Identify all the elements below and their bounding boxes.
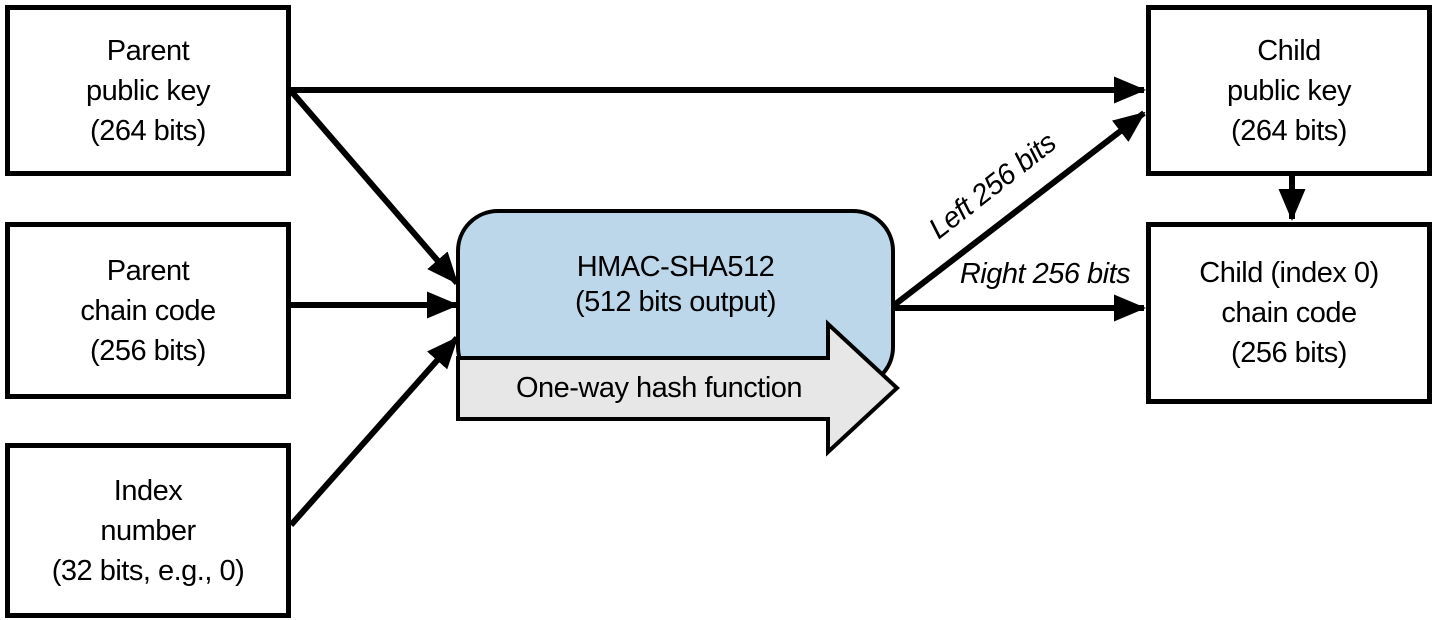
one-way-banner-label: One-way hash function (515, 371, 803, 404)
edge-label-right-256-bits: Right 256 bits (959, 258, 1131, 290)
hmac-label: HMAC-SHA512 (512 bits output) (456, 209, 895, 361)
box-line: Child (1257, 34, 1321, 67)
box-line: (264 bits) (1231, 114, 1347, 147)
box-line: Parent (106, 254, 190, 287)
box-child-chain-code: Child (index 0) chain code (256 bits) (1146, 222, 1432, 404)
one-way-arrow-shape (456, 319, 900, 457)
box-line: public key (1227, 74, 1351, 107)
box-line: (264 bits) (90, 114, 206, 147)
box-line: Parent (106, 34, 190, 67)
box-line: Index (113, 474, 183, 507)
box-line: Child (index 0) (1199, 257, 1379, 289)
box-line: (256 bits) (90, 334, 206, 367)
box-parent-public-key: Parent public key (264 bits) (5, 5, 291, 176)
box-line: (256 bits) (1231, 337, 1347, 369)
box-child-public-key: Child public key (264 bits) (1146, 5, 1432, 176)
box-parent-chain-code: Parent chain code (256 bits) (5, 222, 291, 399)
arrow-parent-public-to-hmac (288, 89, 460, 285)
hmac-label-line: (512 bits output) (574, 286, 777, 318)
box-line: number (100, 514, 196, 547)
box-line: chain code (1221, 297, 1357, 329)
arrow-hmac-to-child-public (891, 110, 1146, 309)
box-line: chain code (80, 294, 216, 327)
box-line: (32 bits, e.g., 0) (51, 554, 245, 587)
hmac-label-line: HMAC-SHA512 (576, 251, 775, 283)
arrow-index-number-to-hmac (288, 336, 460, 527)
box-index-number: Index number (32 bits, e.g., 0) (5, 443, 291, 618)
box-line: public key (86, 74, 210, 107)
